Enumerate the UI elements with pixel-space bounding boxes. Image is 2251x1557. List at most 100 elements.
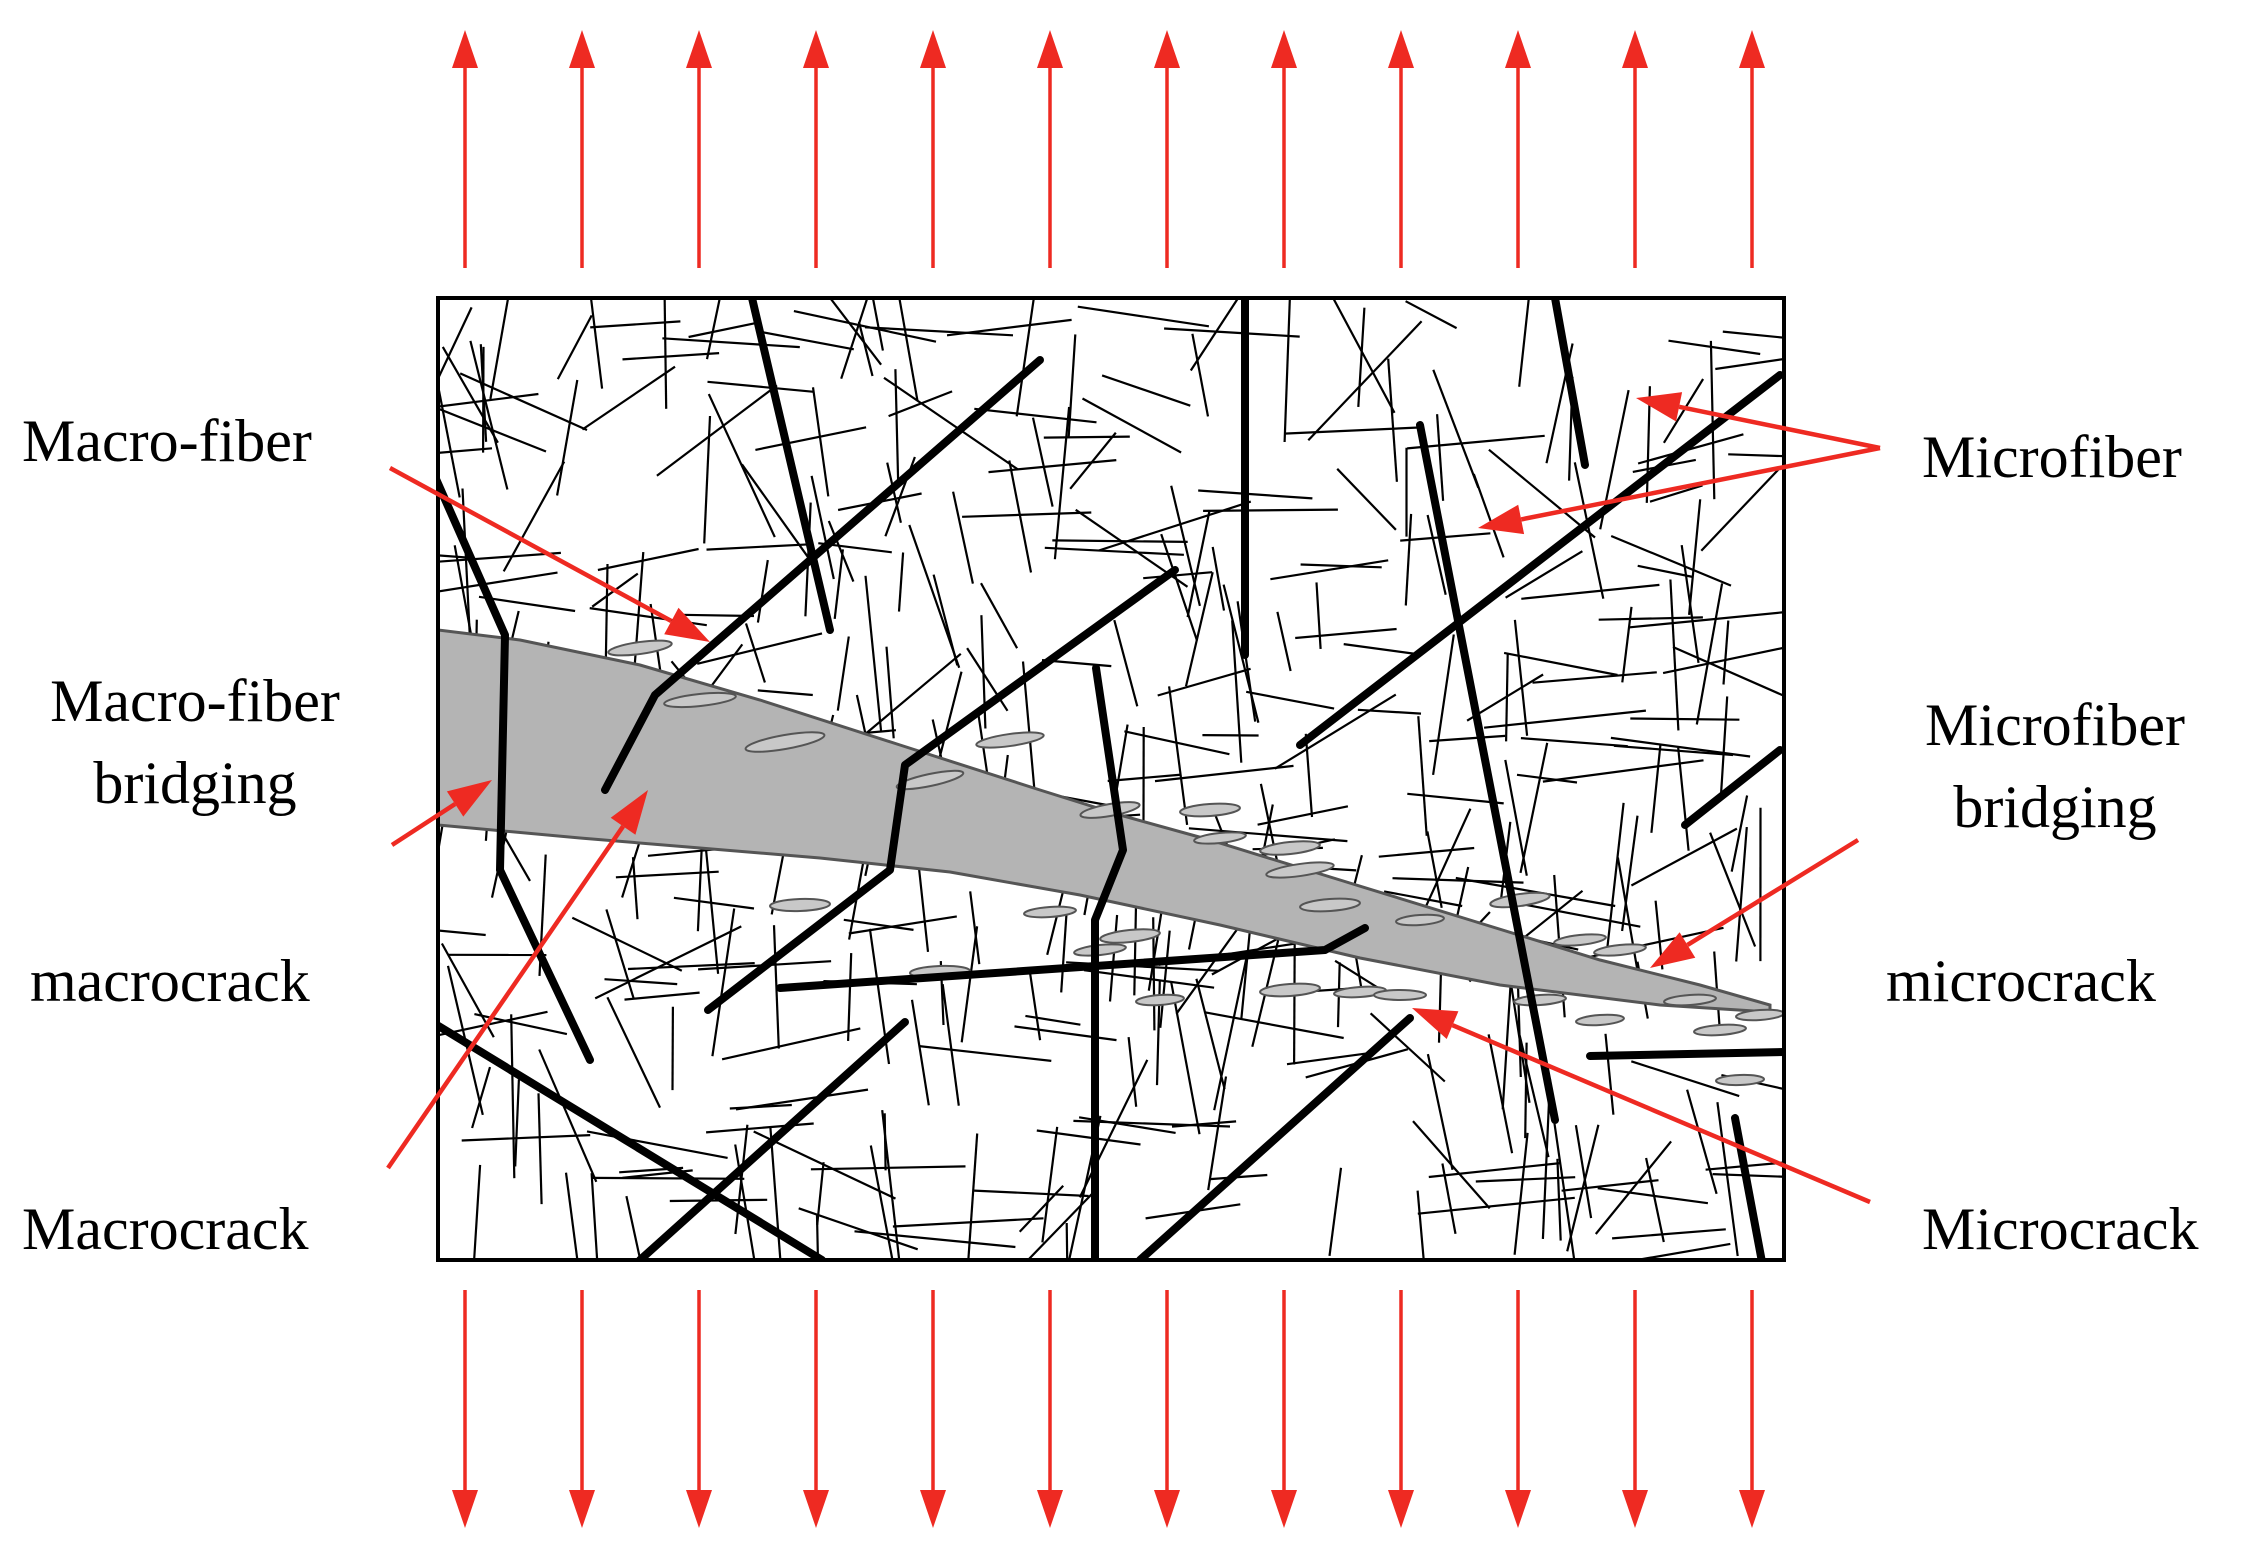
macro-fiber-set	[438, 298, 1784, 1260]
microfiber	[1164, 327, 1300, 338]
microfiber	[960, 926, 979, 1043]
microfiber	[1519, 742, 1549, 874]
microcrack-lens	[1259, 840, 1321, 856]
microfiber	[1505, 550, 1583, 599]
microfiber	[1053, 406, 1071, 560]
microfiber	[847, 953, 853, 1041]
microfiber	[1407, 434, 1545, 450]
microfiber	[441, 346, 499, 444]
label-microfiber-bridging-line2: bridging	[1953, 774, 2157, 840]
macro-fiber	[1681, 746, 1784, 829]
microfiber	[1432, 634, 1455, 776]
microfiber	[631, 857, 639, 920]
microfiber	[1604, 1033, 1615, 1115]
microfiber	[1008, 460, 1033, 573]
load-arrow-down	[803, 1290, 829, 1528]
microfiber	[1060, 907, 1068, 993]
microfiber	[1429, 734, 1506, 743]
microfiber	[591, 1176, 745, 1180]
load-arrow-down	[1154, 1290, 1180, 1528]
specimen	[438, 298, 1784, 1260]
microcrack-lens	[607, 639, 673, 657]
microfiber	[706, 543, 811, 551]
microfiber	[744, 623, 766, 683]
macro-fiber	[1586, 1048, 1784, 1060]
microfiber	[606, 996, 661, 1109]
microfiber	[1613, 744, 1734, 757]
microcrack-lens	[1265, 861, 1335, 879]
microfiber	[1186, 509, 1211, 618]
macrocrack-pointer-arrow	[386, 790, 648, 1170]
microfiber	[1668, 339, 1761, 356]
microfiber	[1573, 462, 1605, 599]
microfiber	[1416, 1190, 1425, 1260]
microfiber	[1503, 651, 1618, 677]
microfiber	[1621, 815, 1639, 932]
load-arrow-down	[686, 1290, 712, 1528]
load-arrow-down	[1037, 1290, 1063, 1528]
microfiber	[1357, 708, 1422, 715]
microfiber	[1630, 1242, 1731, 1260]
microfiber	[1270, 559, 1389, 581]
microfiber	[624, 991, 700, 1001]
microfiber	[798, 1207, 919, 1251]
microcrack-lens	[1489, 891, 1551, 909]
microfiber	[438, 1010, 548, 1037]
microfiber	[1154, 764, 1294, 783]
microfiber	[1133, 899, 1138, 996]
microfiber	[1650, 743, 1662, 833]
microfiber	[988, 459, 1117, 474]
macro-fiber	[1091, 664, 1127, 1260]
microcrack-lens	[1135, 993, 1185, 1007]
microfiber	[1405, 300, 1458, 330]
microfiber	[1204, 1011, 1344, 1040]
microfiber	[854, 1230, 1016, 1249]
microfiber	[1025, 1014, 1081, 1026]
microfiber	[1677, 747, 1690, 851]
microfiber	[1553, 1123, 1576, 1260]
microfiber	[1612, 1228, 1726, 1240]
macro-fiber	[1296, 371, 1784, 749]
macro-fiber	[1416, 421, 1559, 1124]
microfiber	[1513, 619, 1529, 736]
microfiber	[974, 407, 1097, 424]
load-arrow-up	[1154, 30, 1180, 268]
microcrack-lens	[1663, 993, 1717, 1007]
microfiber	[1210, 1173, 1268, 1181]
microfiber	[916, 856, 930, 953]
microfiber	[590, 1173, 599, 1260]
load-arrow-down	[920, 1290, 946, 1528]
load-arrow-down	[1271, 1290, 1297, 1528]
microfiber	[886, 462, 902, 523]
microfiber	[656, 384, 778, 477]
microfiber	[1436, 414, 1445, 501]
microfiber	[962, 511, 1092, 518]
macro-fiber-pointer-arrow	[388, 466, 710, 642]
microfiber	[707, 380, 814, 393]
microfiber	[1392, 877, 1524, 884]
load-arrow-down	[1388, 1290, 1414, 1528]
microfiber	[1387, 358, 1398, 482]
microfiber	[471, 1066, 492, 1129]
microfiber	[1722, 330, 1784, 339]
microfiber	[1637, 433, 1744, 465]
microfiber	[1472, 473, 1505, 558]
microfiber	[1521, 583, 1660, 600]
microfiber	[1518, 298, 1530, 387]
microfiber	[594, 925, 742, 1000]
microfiber	[1649, 484, 1703, 503]
macro-fiber-bridging-pointer-arrow	[390, 780, 492, 847]
microfiber	[1428, 1162, 1561, 1179]
microfiber	[696, 632, 823, 665]
microfiber	[1198, 489, 1313, 500]
microfiber	[910, 999, 930, 1106]
label-macrocrack-upper: Macrocrack	[22, 1196, 309, 1262]
macro-fiber	[636, 1018, 909, 1260]
microfiber	[1709, 832, 1757, 947]
microfiber-pointer-arrow-2	[1478, 445, 1881, 535]
microfiber	[1645, 1157, 1665, 1243]
microfiber	[1705, 1161, 1784, 1171]
microfiber	[1561, 1179, 1659, 1192]
load-arrow-up	[803, 30, 829, 268]
